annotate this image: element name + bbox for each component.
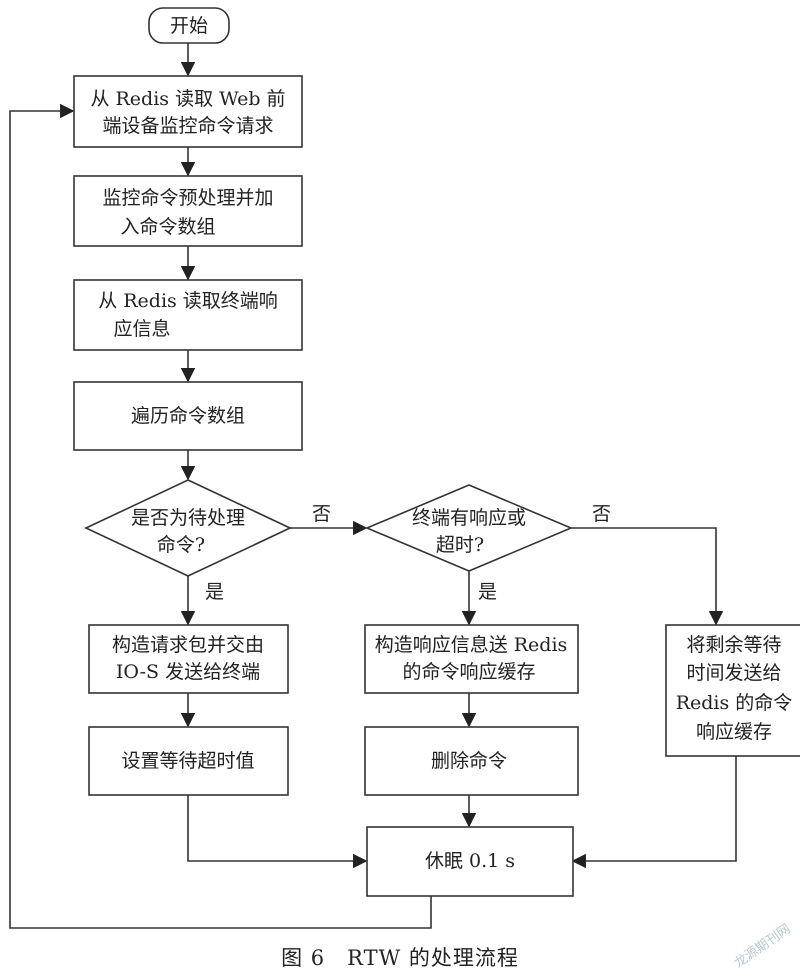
edge-send-remaining-sleep	[571, 756, 737, 869]
decision-pending-node: 是否为待处理 命令?	[84, 479, 292, 577]
label-no-1: 否	[312, 503, 331, 525]
set-timeout-node: 设置等待超时值	[88, 726, 289, 796]
read-term-line1: 从 Redis 读取终端响	[98, 290, 278, 312]
sleep-node: 休眠 0.1 s	[366, 826, 574, 897]
label-yes-1: 是	[205, 581, 224, 603]
read-web-node: 从 Redis 读取 Web 前 端设备监控命令请求	[73, 75, 303, 148]
build-resp-line2: 的命令响应缓存	[402, 661, 535, 683]
send-remaining-node: 将剩余等待 时间发送给 Redis 的命令 响应缓存	[665, 624, 800, 757]
start-label: 开始	[170, 15, 208, 37]
send-remaining-line4: 响应缓存	[696, 721, 772, 743]
build-req-node: 构造请求包并交由 IO-S 发送给终端	[88, 624, 289, 694]
read-term-line2: 应信息	[113, 318, 170, 340]
label-yes-2: 是	[478, 581, 497, 603]
traverse-label: 遍历命令数组	[131, 405, 245, 427]
watermark-logo: 龙源期刊网	[732, 922, 794, 972]
edge-decision2-send-remaining	[571, 527, 724, 626]
preprocess-line1: 监控命令预处理并加	[102, 187, 273, 209]
label-no-2: 否	[592, 503, 611, 525]
start-node: 开始	[148, 7, 230, 44]
preprocess-node: 监控命令预处理并加 入命令数组	[73, 175, 303, 247]
figure-caption: 图 6 RTW 的处理流程	[281, 946, 519, 970]
build-resp-line1: 构造响应信息送 Redis	[375, 634, 568, 656]
set-timeout-label: 设置等待超时值	[121, 750, 254, 772]
read-web-line2: 端设备监控命令请求	[102, 115, 273, 137]
build-req-line1: 构造请求包并交由	[112, 634, 264, 656]
build-resp-node: 构造响应信息送 Redis 的命令响应缓存	[364, 624, 579, 694]
send-remaining-line3: Redis 的命令	[676, 692, 793, 714]
decision-response-line2: 超时?	[436, 534, 484, 556]
edge-set-timeout-sleep	[187, 795, 368, 869]
preprocess-line2: 入命令数组	[120, 216, 215, 238]
send-remaining-line2: 时间发送给	[686, 662, 781, 684]
decision-pending-line2: 命令?	[157, 534, 205, 556]
decision-pending-line1: 是否为待处理	[131, 507, 245, 529]
send-remaining-line1: 将剩余等待	[686, 634, 781, 656]
sleep-label: 休眠 0.1 s	[425, 850, 515, 872]
edge-sleep-loop-back	[9, 103, 432, 929]
decision-response-line1: 终端有响应或	[412, 507, 526, 529]
edges	[9, 43, 737, 929]
build-req-line2: IO-S 发送给终端	[116, 661, 260, 683]
read-web-line1: 从 Redis 读取 Web 前	[90, 88, 285, 110]
delete-cmd-node: 删除命令	[364, 726, 579, 796]
decision-response-node: 终端有响应或 超时?	[364, 484, 574, 572]
traverse-node: 遍历命令数组	[73, 381, 303, 451]
read-term-node: 从 Redis 读取终端响 应信息	[73, 279, 303, 351]
delete-cmd-label: 删除命令	[431, 750, 507, 772]
